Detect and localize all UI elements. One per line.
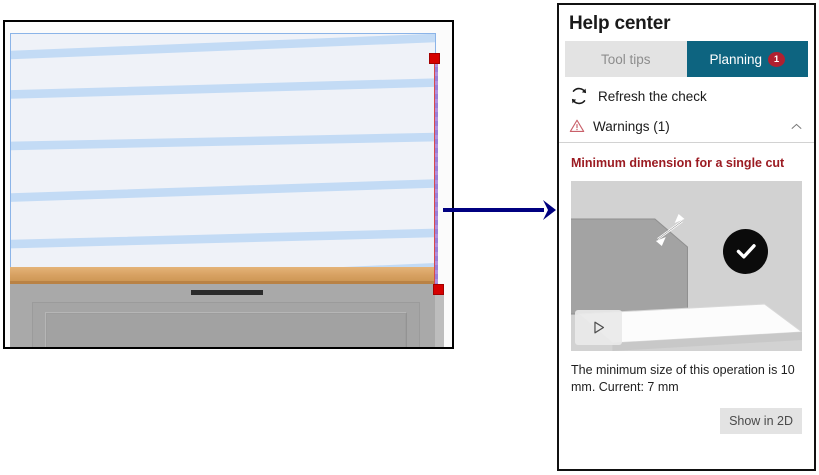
3d-viewport[interactable]	[3, 20, 454, 349]
backsplash-panel[interactable]	[10, 33, 436, 268]
grain-line	[11, 34, 435, 61]
kitchen-scene	[5, 22, 452, 347]
cabinet-door	[32, 302, 420, 347]
tab-planning-badge: 1	[768, 51, 786, 67]
base-cabinet[interactable]	[10, 284, 444, 347]
page-title: Help center	[569, 13, 671, 34]
refresh-icon	[571, 87, 587, 105]
selection-handle-top[interactable]	[429, 53, 440, 64]
warning-actions: Show in 2D	[571, 397, 802, 446]
tab-planning[interactable]: Planning 1	[686, 41, 808, 77]
grain-line	[11, 132, 435, 151]
wooden-countertop[interactable]	[10, 267, 436, 284]
tab-planning-label: Planning	[709, 51, 763, 67]
warning-card: Minimum dimension for a single cut	[559, 143, 814, 469]
chevron-up-icon[interactable]	[789, 119, 804, 134]
refresh-check-button[interactable]: Refresh the check	[559, 77, 814, 114]
grain-line	[11, 178, 435, 203]
warning-description: The minimum size of this operation is 10…	[571, 362, 795, 395]
cabinet-handle	[191, 290, 263, 295]
flow-arrow-icon	[443, 200, 556, 220]
cabinet-door-panel	[45, 312, 407, 347]
warning-heading: Minimum dimension for a single cut	[571, 156, 785, 170]
grain-line	[11, 77, 435, 100]
help-center-panel: Help center Tool tips Planning 1 Refresh…	[557, 3, 816, 471]
tab-tool-tips-label: Tool tips	[600, 51, 651, 67]
warnings-section-label: Warnings (1)	[593, 118, 670, 134]
selection-handle-bottom[interactable]	[433, 284, 444, 295]
cabinet-side-edge	[435, 284, 444, 347]
show-in-2d-button[interactable]: Show in 2D	[720, 408, 802, 435]
tab-tool-tips[interactable]: Tool tips	[565, 41, 687, 77]
warnings-section-header[interactable]: Warnings (1)	[559, 114, 814, 143]
selected-edge-highlight	[434, 58, 438, 289]
warning-triangle-icon	[569, 119, 585, 133]
tab-bar: Tool tips Planning 1	[565, 41, 808, 77]
cut-illustration[interactable]	[571, 180, 802, 351]
refresh-check-label: Refresh the check	[598, 88, 707, 104]
check-mark-glyph	[736, 244, 756, 259]
grain-line	[11, 228, 435, 249]
play-icon	[594, 321, 605, 334]
check-circle-icon	[723, 228, 768, 274]
play-video-button[interactable]	[575, 309, 622, 345]
wood-grain-group	[11, 34, 435, 267]
